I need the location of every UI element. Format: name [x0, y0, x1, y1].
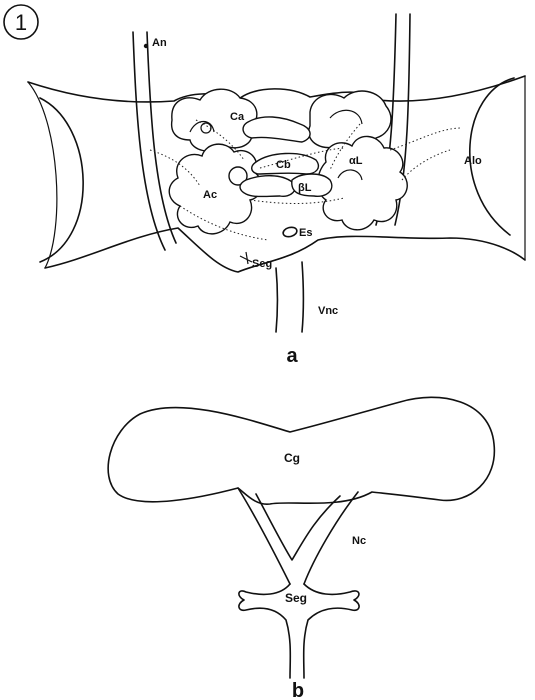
- label-ac: Ac: [203, 189, 217, 201]
- figure-number: 1: [4, 5, 38, 39]
- label-ca: Ca: [230, 111, 245, 123]
- brain-outline-lower: [45, 228, 525, 272]
- panel-label-b: b: [292, 680, 304, 700]
- beta-lobe-left: [240, 176, 295, 197]
- label-cb: Cb: [276, 159, 291, 171]
- panel-a-drawing: [28, 14, 525, 332]
- panel-b-labels: Cg Nc Seg b: [284, 451, 366, 700]
- label-es: Es: [299, 227, 312, 239]
- antennal-nerve-dot: [144, 44, 148, 48]
- label-nc: Nc: [352, 535, 366, 547]
- central-body-upper: [243, 117, 310, 142]
- panel-label-a: a: [286, 345, 298, 367]
- label-vnc: Vnc: [318, 305, 338, 317]
- optic-lobe-left-rim: [28, 82, 57, 268]
- brain-outline-upper: [28, 76, 525, 102]
- label-cg: Cg: [284, 451, 300, 465]
- figure-number-text: 1: [15, 10, 27, 35]
- seg-right: [304, 584, 359, 678]
- label-an: An: [152, 37, 167, 49]
- seg-left: [239, 584, 290, 678]
- label-alo: Alo: [464, 155, 482, 167]
- label-alpha-lobe: αL: [349, 155, 363, 167]
- label-seg-b: Seg: [285, 591, 307, 605]
- panel-b-drawing: [108, 397, 494, 678]
- label-beta-lobe: βL: [298, 182, 312, 194]
- ventral-nerve-cord-right: [302, 262, 304, 332]
- esophagus-foramen: [282, 226, 298, 238]
- calyx-left: [172, 89, 257, 151]
- optic-lobe-left-arc: [40, 98, 83, 262]
- ventral-nerve-cord-left: [276, 268, 278, 332]
- label-seg-a: Seg: [252, 258, 272, 270]
- seg-pointer: [240, 252, 252, 264]
- cerebral-ganglion: [108, 397, 494, 504]
